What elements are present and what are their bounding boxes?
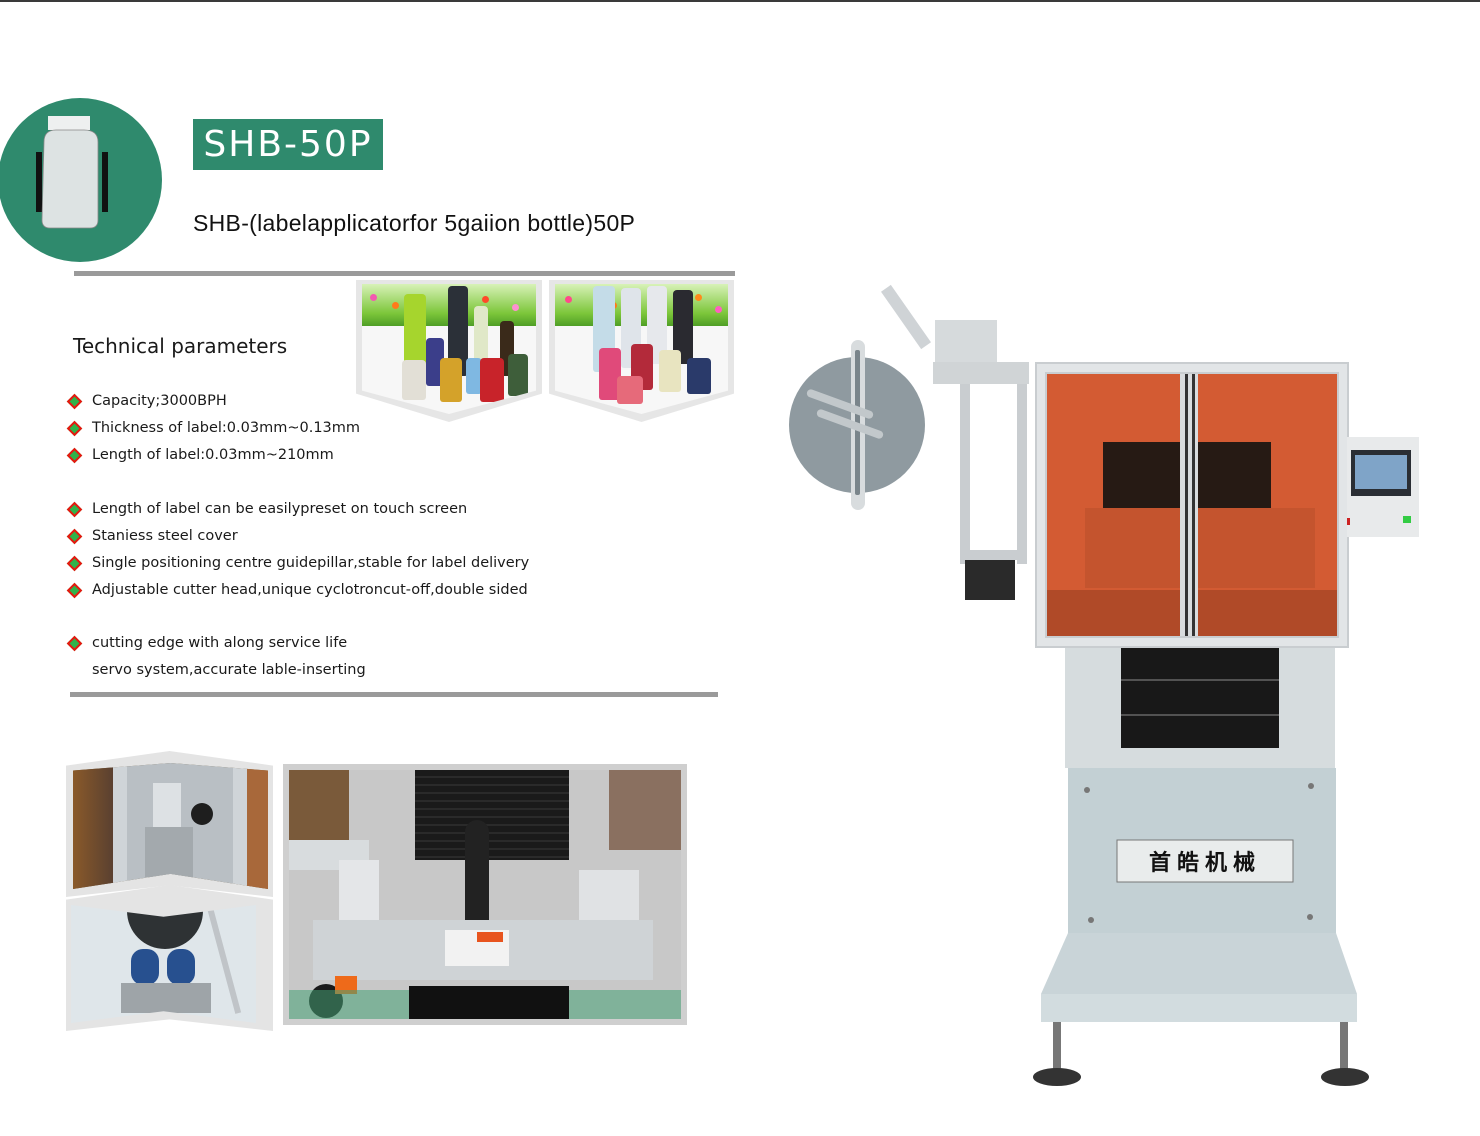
param-item: Length of label can be easilypreset on t… — [66, 496, 529, 523]
bottle-icon — [36, 116, 108, 229]
top-border — [0, 0, 1480, 2]
logo-badge — [0, 98, 162, 262]
model-badge: SHB-50P — [193, 119, 383, 170]
diamond-bullet-icon — [66, 393, 83, 410]
diamond-bullet-icon — [66, 582, 83, 599]
divider — [70, 692, 718, 697]
param-item: Capacity;3000BPH — [66, 388, 360, 415]
param-item: Staniess steel cover — [66, 523, 529, 550]
sleeve-label-machine-photo: 首皓机械 — [789, 284, 1419, 1086]
diamond-bullet-icon — [66, 555, 83, 572]
param-item: Thickness of label:0.03mm~0.13mm — [66, 415, 360, 442]
diamond-bullet-icon — [66, 528, 83, 545]
param-list-features: Length of label can be easilypreset on t… — [66, 496, 529, 604]
diamond-bullet-icon — [66, 447, 83, 464]
param-item: Adjustable cutter head,unique cyclotronc… — [66, 577, 529, 604]
param-list-basic: Capacity;3000BPH Thickness of label:0.03… — [66, 388, 360, 469]
diamond-bullet-icon — [66, 635, 83, 652]
diamond-bullet-icon — [66, 420, 83, 437]
section-title: Technical parameters — [73, 334, 288, 358]
cutter-head-detail-photo — [283, 764, 687, 1025]
product-subtitle: SHB-(labelapplicatorfor 5gaiion bottle)5… — [193, 210, 636, 236]
nameplate: 首皓机械 — [1149, 850, 1261, 876]
param-item: servo system,accurate lable-inserting — [92, 662, 366, 678]
divider — [74, 271, 735, 276]
servo-motor-detail-photo — [66, 751, 273, 897]
param-list-extra: cutting edge with along service life ser… — [66, 630, 366, 684]
jars-and-bottles-photo — [356, 280, 542, 422]
param-item: cutting edge with along service life — [66, 630, 366, 657]
plastic-bottles-photo — [549, 280, 734, 422]
roller-detail-photo — [66, 885, 273, 1031]
diamond-bullet-icon — [66, 501, 83, 518]
param-item: Single positioning centre guidepillar,st… — [66, 550, 529, 577]
param-item: Length of label:0.03mm~210mm — [66, 442, 360, 469]
